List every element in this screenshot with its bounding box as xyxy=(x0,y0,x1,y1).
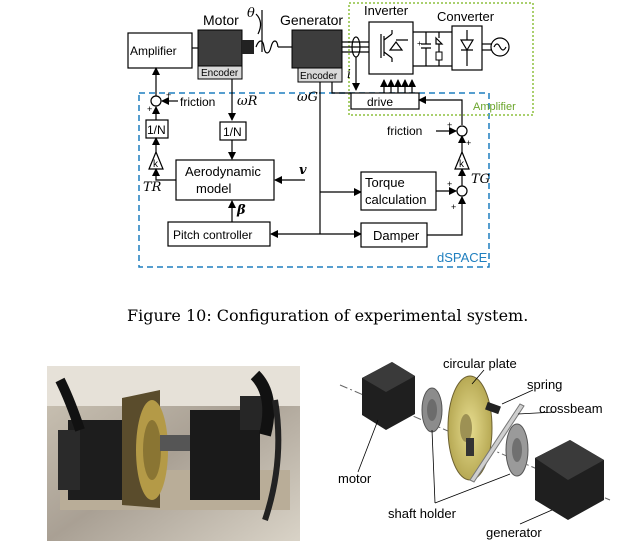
chopper-icon xyxy=(435,32,444,66)
sum-right-icon xyxy=(456,185,468,197)
omega-r-label: ωR xyxy=(237,94,258,109)
aero-model-box xyxy=(175,159,275,201)
current-label: i xyxy=(347,67,351,81)
amplifier-region xyxy=(348,2,534,116)
one-over-n-right-label: 1/N xyxy=(223,125,242,139)
resistor-icon xyxy=(435,51,443,61)
sum-right-plus-2: + xyxy=(451,202,456,212)
amplifier-right-label: Amplifier xyxy=(473,101,516,113)
beta-label: β xyxy=(236,203,246,218)
friction-left-label: friction xyxy=(180,95,215,109)
drive-arrows xyxy=(380,79,416,93)
inverter-box xyxy=(368,21,414,75)
amplifier-left-label: Amplifier xyxy=(130,44,177,58)
generator-label: Generator xyxy=(280,12,343,28)
igbt-icon xyxy=(380,30,408,62)
tg-label: TG xyxy=(471,172,490,187)
sum-ur-plus-2: + xyxy=(466,138,471,148)
damper-box xyxy=(360,222,428,248)
k-left-label: k xyxy=(153,159,159,170)
pitch-controller-box xyxy=(167,221,271,247)
generator-block xyxy=(291,29,343,69)
theta-arc xyxy=(255,13,262,35)
dspace-region xyxy=(138,92,490,268)
sum-left-plus-1: + xyxy=(166,90,171,100)
cap-plus: + xyxy=(417,39,422,48)
figure-caption: Figure 10: Configuration of experimental… xyxy=(127,306,528,325)
damper-label: Damper xyxy=(373,228,420,243)
label-crossbeam: crossbeam xyxy=(539,401,603,416)
sum-left-plus-2: + xyxy=(147,104,152,114)
sum-right-plus-1: + xyxy=(447,179,452,189)
amplifier-left-box xyxy=(127,32,193,69)
motor-label: Motor xyxy=(203,12,239,28)
label-motor: motor xyxy=(338,471,372,486)
friction-right-label: friction xyxy=(387,124,422,138)
theta-label: θ xyxy=(247,6,255,21)
torque-calc-line2: calculation xyxy=(365,192,426,207)
inverter-label: Inverter xyxy=(364,3,409,18)
motor-shaft-stub xyxy=(242,40,254,54)
encoder-gen-label: Encoder xyxy=(300,71,338,82)
cad-drawing xyxy=(339,362,611,525)
aero-model-line2: model xyxy=(196,181,232,196)
encoder-motor-label: Encoder xyxy=(201,68,239,79)
ac-wave xyxy=(493,43,507,51)
v-label: v xyxy=(299,163,307,178)
tg-to-drive-line xyxy=(418,96,463,125)
ac-source-icon xyxy=(490,37,510,57)
aero-to-k-left xyxy=(152,168,176,181)
sum-left-icon xyxy=(150,95,162,107)
tr-label: TR xyxy=(143,180,162,195)
coupling-spring-icon xyxy=(255,40,279,54)
label-generator: generator xyxy=(486,525,542,540)
diode-icon xyxy=(459,30,475,66)
damper-to-sum xyxy=(427,196,466,236)
motor-block xyxy=(197,29,243,67)
dspace-label: dSPACE xyxy=(437,250,488,265)
label-shaft-holder: shaft holder xyxy=(388,506,457,521)
converter-label: Converter xyxy=(437,9,495,24)
drive-label: drive xyxy=(367,95,393,109)
capacitor-icon xyxy=(421,32,431,66)
experimental-photo xyxy=(47,366,300,541)
k-right-triangle xyxy=(454,150,470,170)
encoder-motor-box xyxy=(197,65,243,80)
sum-upper-right-icon xyxy=(456,125,468,137)
label-spring: spring xyxy=(527,377,562,392)
sum-ur-plus-1: + xyxy=(447,120,452,130)
torque-calc-line1: Torque xyxy=(365,175,405,190)
gen-enc-to-drive xyxy=(331,82,351,94)
label-circular-plate: circular plate xyxy=(443,356,517,371)
one-over-n-left-label: 1/N xyxy=(147,123,166,137)
aero-model-line1: Aerodynamic xyxy=(185,164,261,179)
omega-g-label: ωG xyxy=(297,90,318,105)
pitch-controller-label: Pitch controller xyxy=(173,228,252,242)
one-over-n-right-box xyxy=(219,121,247,141)
k-right-label: k xyxy=(459,159,465,170)
